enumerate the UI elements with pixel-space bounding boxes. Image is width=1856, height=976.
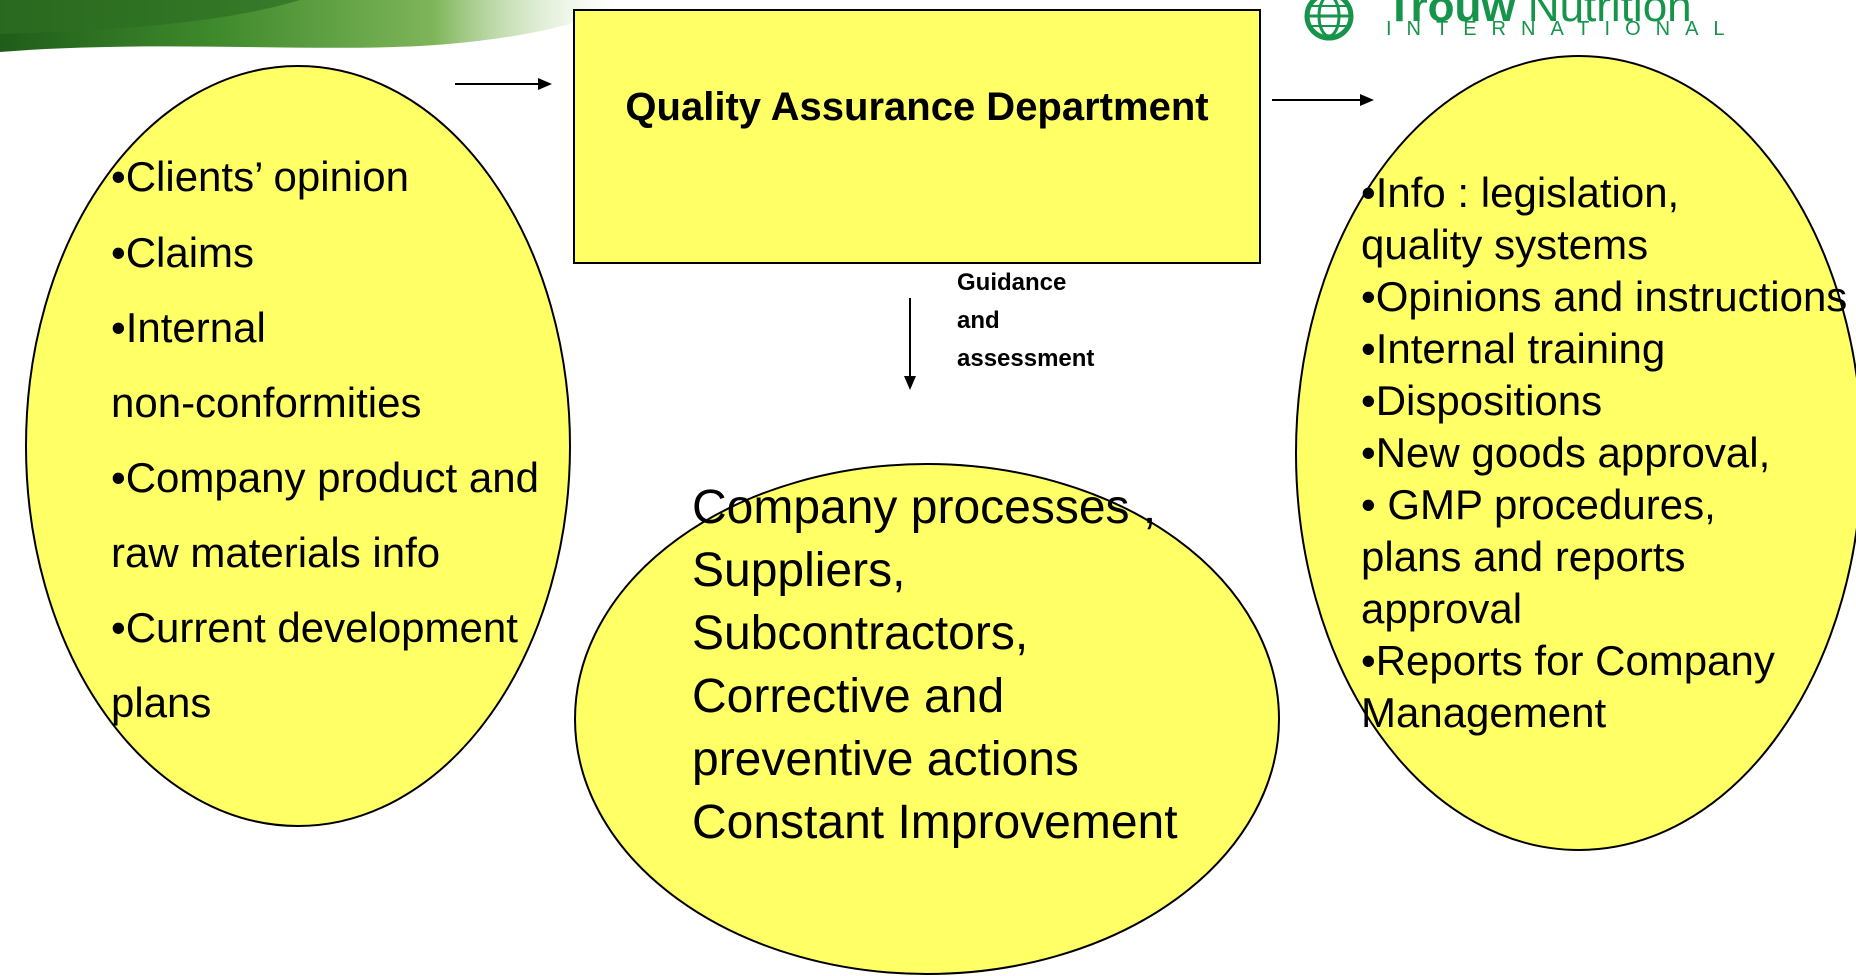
right-ellipse-line-4: •Internal training [1361,325,1666,372]
right-ellipse-line-9: approval [1361,585,1523,632]
right-ellipse-line-3: •Opinions and instructions [1361,273,1848,320]
right-ellipse-line-10: •Reports for Company [1361,637,1775,684]
right-ellipse-line-1: •Info : legislation, [1361,169,1680,216]
logo-wordmark: Trouw Nutrition [1386,0,1692,32]
right-ellipse-line-11: Management [1361,689,1607,736]
left-ellipse-line-3: •Internal [111,304,266,351]
center-ellipse-line-5: preventive actions [692,733,1079,786]
left-ellipse-line-4: non-conformities [111,379,422,426]
left-ellipse-line-6: raw materials info [111,529,441,576]
right-ellipse [1295,55,1856,851]
qa-box [573,9,1261,264]
right-ellipse-line-8: plans and reports [1361,533,1686,580]
left-ellipse [25,65,571,827]
arrow-qa-to-center [904,298,916,390]
right-ellipse-line-6: •New goods approval, [1361,429,1771,476]
right-ellipse-line-5: •Dispositions [1361,377,1603,424]
right-ellipse-line-2: quality systems [1361,221,1649,268]
left-ellipse-line-2: •Claims [111,229,255,276]
center-ellipse-line-4: Corrective and [692,670,1005,723]
arrow-qa-to-right [1272,94,1374,106]
logo-brand-rest: Nutrition [1527,0,1692,31]
green-banner-shade [0,0,300,34]
left-ellipse-line-7: •Current development [111,604,518,651]
right-ellipse-line-7: • GMP procedures, [1361,481,1716,528]
guidance-label-line-2: and [957,307,1000,334]
globe-icon [1304,0,1354,41]
left-ellipse-line-5: •Company product and [111,454,539,501]
logo-brand-bold: Trouw [1386,0,1516,31]
center-ellipse-line-6: Constant Improvement [692,796,1178,849]
center-ellipse-line-2: Suppliers, [692,544,906,597]
center-ellipse [574,463,1280,975]
center-ellipse-line-3: Subcontractors, [692,607,1029,660]
logo-subtitle: INTERNATIONAL [1386,18,1740,40]
guidance-label-line-3: assessment [957,345,1095,372]
center-ellipse-line-1: Company processes , [692,481,1157,534]
left-ellipse-line-1: •Clients’ opinion [111,153,409,200]
left-ellipse-line-8: plans [111,679,212,726]
arrow-left-to-qa [455,78,552,90]
guidance-label-line-1: Guidance [957,269,1067,296]
qa-box-title: Quality Assurance Department [625,85,1209,129]
